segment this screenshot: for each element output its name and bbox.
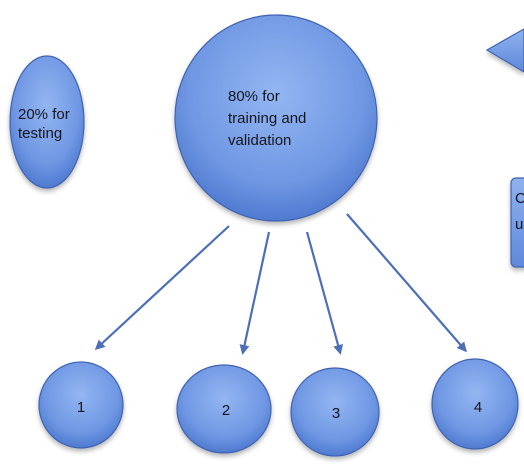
testing-label-line-1: 20% for bbox=[18, 106, 70, 123]
svg-text:3: 3 bbox=[332, 405, 340, 422]
testing-label-line-2: testing bbox=[18, 125, 62, 142]
fold-4-label: 4 bbox=[474, 399, 482, 416]
training-label-line-1: 80% for bbox=[228, 88, 280, 105]
fold-node-1: 1 bbox=[38, 361, 124, 449]
fold-3-label: 3 bbox=[332, 405, 340, 422]
fold-node-2: 2 bbox=[176, 364, 272, 454]
svg-text:4: 4 bbox=[474, 399, 482, 416]
partial-box-text-line-2: u bbox=[515, 216, 523, 233]
svg-text:2: 2 bbox=[222, 402, 230, 419]
partial-triangle-shape bbox=[485, 28, 524, 73]
fold-node-3: 3 bbox=[290, 367, 380, 457]
svg-text:C: C bbox=[515, 190, 524, 207]
arrow-to-fold-2 bbox=[239, 231, 271, 355]
svg-text:1: 1 bbox=[77, 399, 85, 416]
training-label-line-3: validation bbox=[228, 132, 291, 149]
partial-box-text-line-1: C bbox=[515, 190, 524, 207]
svg-text:training and: training and bbox=[228, 110, 306, 127]
fold-2-label: 2 bbox=[222, 402, 230, 419]
testing-node: 20% for testing bbox=[9, 55, 85, 189]
svg-text:20% for: 20% for bbox=[18, 106, 70, 123]
svg-text:80% for: 80% for bbox=[228, 88, 280, 105]
svg-text:validation: validation bbox=[228, 132, 291, 149]
arrow-to-fold-1 bbox=[94, 225, 230, 351]
fold-arrows bbox=[94, 213, 467, 355]
training-validation-node: 80% for training and validation bbox=[174, 14, 378, 222]
partial-box: C u bbox=[510, 177, 524, 268]
svg-text:u: u bbox=[515, 216, 523, 233]
arrow-to-fold-3 bbox=[305, 231, 343, 355]
fold-node-4: 4 bbox=[431, 358, 519, 450]
arrow-to-fold-4 bbox=[346, 213, 467, 353]
training-label-line-2: training and bbox=[228, 110, 306, 127]
svg-text:testing: testing bbox=[18, 125, 62, 142]
fold-1-label: 1 bbox=[77, 399, 85, 416]
